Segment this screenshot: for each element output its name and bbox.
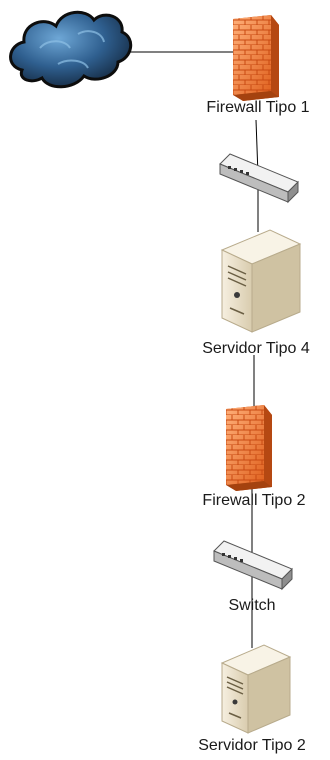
firewall1-label: Firewall Tipo 1 xyxy=(206,99,310,116)
switch-icon xyxy=(213,540,293,591)
firewall-icon xyxy=(226,405,272,491)
server2-label: Servidor Tipo 2 xyxy=(198,737,306,754)
firewall2-label: Firewall Tipo 2 xyxy=(202,492,306,509)
cloud-icon xyxy=(9,10,133,89)
server4-label: Servidor Tipo 4 xyxy=(202,340,310,357)
firewall-icon xyxy=(233,15,279,101)
server-icon xyxy=(220,644,292,734)
switch2-label: Switch xyxy=(228,597,276,614)
server-icon xyxy=(220,229,302,333)
switch-icon xyxy=(219,153,299,204)
